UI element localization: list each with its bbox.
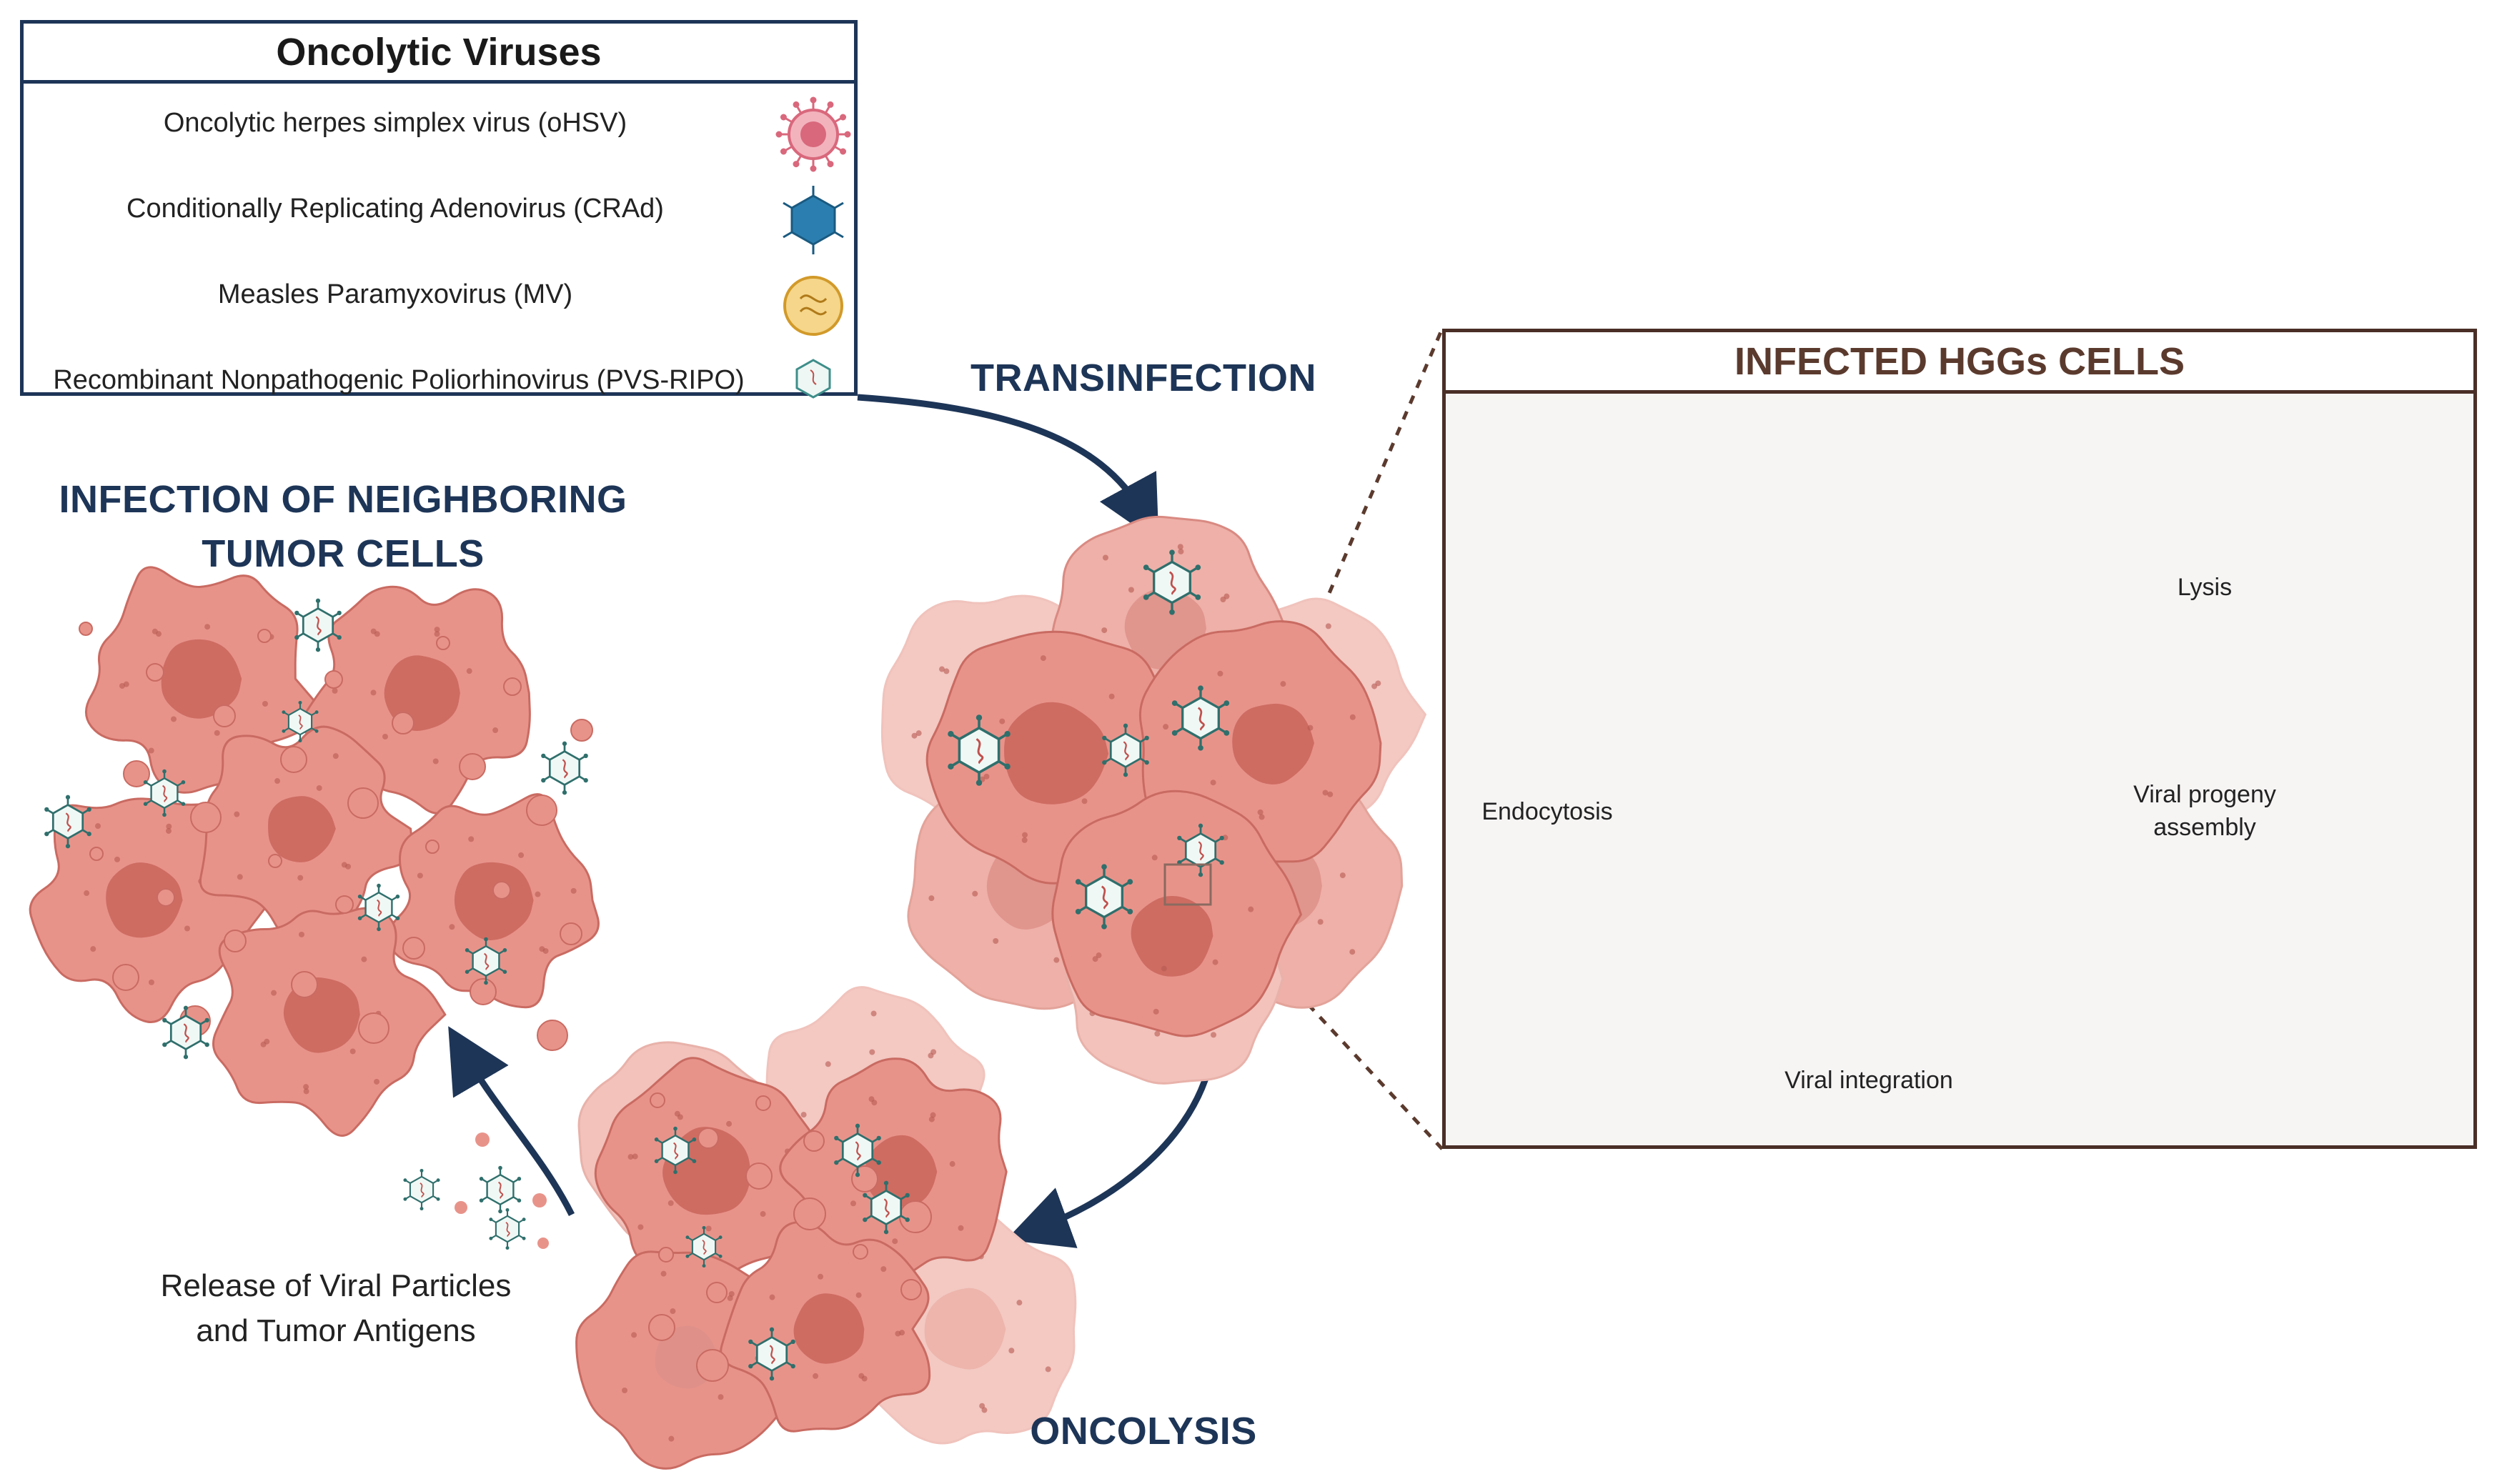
virus-particle: [863, 1180, 910, 1235]
nucleus: [454, 862, 534, 940]
legend-item-pvs-ripo: Recombinant Nonpathogenic Poliorhinoviru…: [53, 365, 745, 395]
nucleus: [1232, 703, 1314, 785]
legend-item-ohsv: Oncolytic herpes simplex virus (oHSV): [163, 108, 627, 138]
neighbor-infection-label-line2: TUMOR CELLS: [202, 532, 485, 575]
nucleus: [106, 862, 183, 938]
nucleus: [268, 796, 336, 862]
neighbor-infection-label-line1: INFECTION OF NEIGHBORING: [59, 478, 627, 521]
nucleus: [793, 1293, 865, 1364]
legend-item-mv: Measles Paramyxovirus (MV): [217, 279, 573, 309]
poliovirus-icon: [795, 359, 831, 399]
virus-particle: [403, 1168, 440, 1211]
virus-particle: [948, 714, 1011, 786]
neighbor-tumor-cluster: [29, 566, 600, 1250]
infected-cells-panel: INFECTED HGGs CELLS Endocytosis Viral in…: [1442, 329, 2477, 1149]
transinfection-label: TRANSINFECTION: [970, 357, 1316, 399]
legend-title: Oncolytic Viruses: [24, 24, 854, 84]
virus-particle: [282, 700, 319, 743]
infected-tumor-cluster: [880, 515, 1427, 1085]
nucleus: [924, 1288, 1006, 1370]
viral-progeny-label-line1: Viral progeny: [2133, 781, 2276, 808]
virus-particle: [294, 598, 342, 652]
virus-particle: [44, 795, 91, 849]
virus-particle: [1171, 685, 1230, 751]
herpes-virus-icon: [775, 96, 851, 172]
virus-particle: [541, 741, 588, 795]
arrow-to-oncolysis: [1006, 1070, 1211, 1248]
release-caption-line1: Release of Viral Particles: [160, 1268, 512, 1303]
release-caption-line2: and Tumor Antigens: [196, 1313, 476, 1348]
lysis-label: Lysis: [2177, 574, 2233, 601]
virus-particle: [685, 1225, 723, 1268]
legend-box: Oncolytic Viruses Oncolytic herpes simpl…: [20, 20, 858, 399]
oncolysis-label: ONCOLYSIS: [1030, 1410, 1257, 1453]
virus-particle: [748, 1327, 795, 1381]
nucleus: [1003, 702, 1109, 805]
viral-progeny-label-line2: assembly: [2153, 814, 2256, 841]
nucleus: [1131, 895, 1213, 977]
virus-particle: [162, 1005, 209, 1060]
virus-particle: [489, 1207, 526, 1250]
virus-particle: [834, 1123, 881, 1177]
viral-integration-label: Viral integration: [1784, 1067, 1953, 1094]
arrow-to-transinfection: [857, 394, 1159, 543]
nucleus: [161, 639, 242, 719]
endocytosis-label: Endocytosis: [1481, 798, 1613, 825]
virus-particle: [1075, 864, 1133, 930]
virus-particle: [143, 769, 186, 817]
virus-particle: [357, 883, 400, 932]
nucleus: [865, 1135, 938, 1207]
virus-particle: [1143, 549, 1201, 615]
zoom-line-top: [1213, 328, 1444, 862]
adenovirus-icon: [783, 186, 844, 254]
arrow-to-neighbor-infection: [448, 1026, 575, 1217]
virus-particle: [465, 937, 507, 985]
measles-virus-icon: [783, 276, 843, 336]
virus-particle: [479, 1165, 522, 1214]
virus-particle: [1102, 723, 1149, 777]
virus-particle: [654, 1126, 697, 1175]
virus-particle: [1177, 823, 1224, 877]
lysing-tumor-cluster: [575, 986, 1077, 1470]
panel-title: INFECTED HGGs CELLS: [1446, 332, 2473, 394]
legend-item-crad: Conditionally Replicating Adenovirus (CR…: [126, 194, 664, 224]
